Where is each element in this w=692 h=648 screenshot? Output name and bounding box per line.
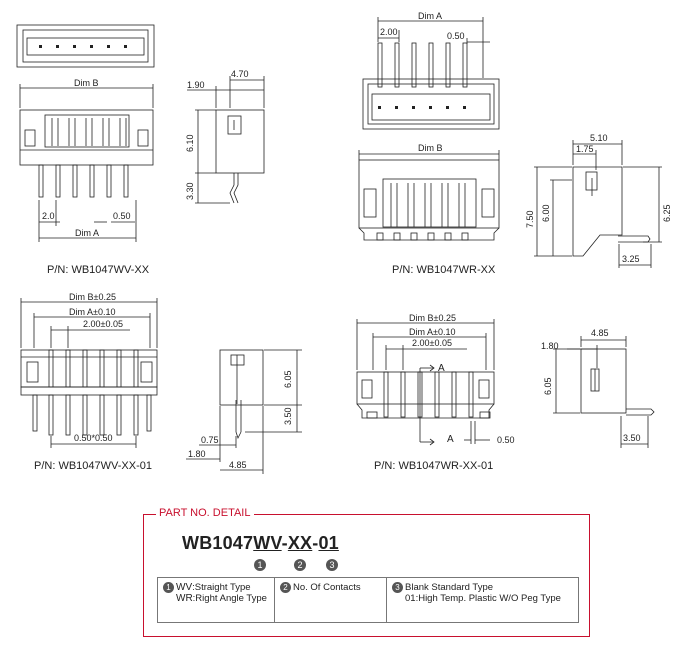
fbr-dim-b: 1.80	[541, 341, 559, 351]
tl-pitch: 2.0	[42, 211, 55, 221]
side-view-wv	[187, 76, 265, 204]
fr-dim-d: 6.00	[541, 204, 551, 222]
callout-3: 3	[326, 559, 338, 571]
tl-pin-width: 0.50	[113, 211, 131, 221]
code-type: WV	[253, 533, 282, 553]
code-sep-1: -	[281, 533, 288, 553]
code-base: WB1047	[182, 533, 254, 553]
front-view-wr-01	[356, 319, 495, 446]
bl-dim-a: Dim A±0.10	[69, 307, 115, 317]
br-dim-b: Dim B±0.25	[409, 313, 456, 323]
top-view-wr	[362, 17, 500, 130]
tm-dim-c: 6.10	[185, 134, 195, 152]
side-view-wv-01	[186, 349, 302, 474]
part-number-code: WB1047WV-XX-01	[182, 533, 339, 554]
type-code-wr: WR	[176, 593, 193, 605]
callout-1: 1	[254, 559, 266, 571]
fbr-dim-a: 4.85	[591, 328, 609, 338]
fr-dim-b: 1.75	[576, 144, 594, 154]
type-code-wv: WV	[176, 582, 193, 594]
front-view-wr	[358, 150, 500, 241]
front-view-wv	[19, 84, 154, 242]
tm-dim-b: 4.70	[231, 69, 249, 79]
part-number-wr-01: P/N: WB1047WR-XX-01	[374, 460, 494, 472]
type-desc-wr: :Right Angle Type	[192, 593, 267, 605]
part-number-wv: P/N: WB1047WV-XX	[47, 264, 150, 276]
legend-num-3: 3	[392, 582, 403, 593]
part-number-wv-01: P/N: WB1047WV-XX-01	[34, 460, 152, 472]
bl-pitch: 2.00±0.05	[83, 319, 123, 329]
legend-contacts: No. Of Contacts	[293, 582, 361, 594]
drawing-canvas: Dim B Dim A 2.0 0.50 1.90 4.70 6.10 3.30	[16, 11, 672, 474]
top-view-wv	[16, 24, 155, 68]
part-no-detail-title: PART NO. DETAIL	[156, 507, 254, 519]
code-contacts: XX	[287, 533, 313, 553]
tr-dim-b: Dim B	[418, 143, 443, 153]
fr-dim-a: 5.10	[590, 133, 608, 143]
bm-dim-c: 0.75	[201, 435, 219, 445]
bm-dim-a: 6.05	[283, 370, 293, 388]
tm-dim-d: 3.30	[185, 182, 195, 200]
br-dim-a: Dim A±0.10	[409, 327, 455, 337]
fbr-dim-d: 3.50	[623, 433, 641, 443]
tl-dim-a: Dim A	[75, 228, 99, 238]
legend-option-1: Blank Standard Type	[405, 582, 494, 594]
front-view-wv-01	[20, 298, 158, 448]
bl-pin-section: 0.50*0.50	[74, 433, 113, 443]
fr-dim-e: 6.25	[662, 204, 672, 222]
legend-num-2: 2	[280, 582, 291, 593]
type-desc-wv: :Straight Type	[192, 582, 251, 594]
tl-dim-b: Dim B	[74, 78, 99, 88]
tr-pitch: 2.00	[380, 27, 398, 37]
br-section-a-top: A	[438, 363, 445, 374]
bm-dim-d: 1.80	[188, 449, 206, 459]
bm-dim-b: 3.50	[283, 407, 293, 425]
callout-2: 2	[294, 559, 306, 571]
code-suffix: 01	[318, 533, 339, 553]
part-number-wr: P/N: WB1047WR-XX	[392, 264, 496, 276]
tr-pin-width: 0.50	[447, 31, 465, 41]
code-sep-2: -	[312, 533, 319, 553]
fbr-dim-c: 6.05	[543, 377, 553, 395]
side-view-wr-01	[553, 336, 655, 448]
br-pitch: 2.00±0.05	[412, 338, 452, 348]
tr-dim-a: Dim A	[418, 11, 442, 21]
bm-dim-e: 4.85	[229, 460, 247, 470]
br-pin-width: 0.50	[497, 435, 515, 445]
legend-option-2: 01:High Temp. Plastic W/O Peg Type	[405, 593, 561, 605]
fr-dim-c: 7.50	[525, 210, 535, 228]
br-section-a-bottom: A	[447, 434, 454, 445]
bl-dim-b: Dim B±0.25	[69, 292, 116, 302]
side-view-wr	[534, 140, 662, 268]
tm-dim-a: 1.90	[187, 80, 205, 90]
fr-dim-f: 3.25	[622, 254, 640, 264]
legend-num-1: 1	[163, 582, 174, 593]
